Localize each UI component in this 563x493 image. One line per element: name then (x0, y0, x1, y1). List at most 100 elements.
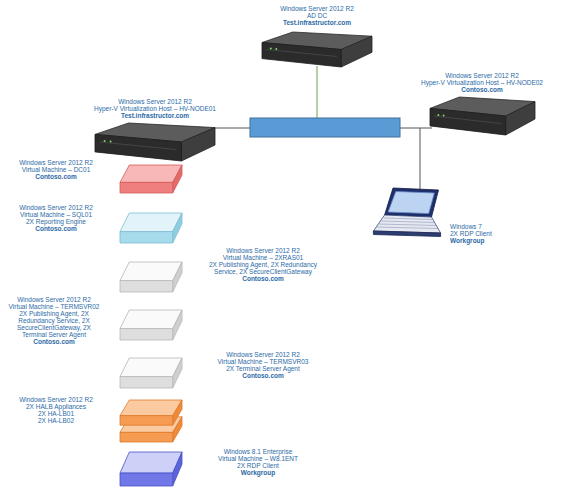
node-text: Windows Server 2012 R2 (4, 396, 108, 403)
slab2-icon (120, 400, 182, 442)
slab-icon (120, 358, 182, 388)
node-text: Contoso.com (2, 225, 110, 232)
vm-front (120, 377, 173, 388)
node-label: Windows Server 2012 R2Virtual Machine – … (4, 296, 104, 345)
node-text: Hyper-V Virtualization Host – HV-NODE02 (402, 79, 562, 86)
slab-icon (120, 262, 182, 292)
server-led (443, 114, 445, 116)
node-text: Virtual Machine – TERMSVR03 (198, 358, 328, 365)
vm-front (120, 329, 173, 340)
laptop-keys (379, 224, 436, 226)
server-side (341, 36, 372, 67)
server-icon (430, 97, 535, 135)
server-bay-line (434, 116, 501, 124)
laptop-icon (372, 188, 442, 238)
node-label: Windows Server 2012 R2Virtual Machine – … (198, 351, 328, 379)
server-side (181, 128, 215, 161)
node-label: Windows Server 2012 R2Hyper-V Virtualiza… (402, 72, 562, 93)
laptop-node: Windows 72X RDP ClientWorkgroup (372, 188, 442, 238)
node-text: Windows 7 (450, 223, 530, 230)
node-text: Contoso.com (402, 86, 562, 93)
vm-side (173, 165, 182, 193)
node-text: Virtual Machine – W8.1ENT (198, 455, 318, 462)
server-led (104, 140, 106, 142)
node-text: Virtual Machine – SQL01 (2, 211, 110, 218)
vm-top (120, 452, 182, 473)
node-text: Virtual Machine – TERMSVR02 (4, 303, 104, 310)
server-side (506, 102, 535, 135)
vm-side (173, 213, 182, 243)
server-node: Windows Server 2012 R2AD DCTest.infrastr… (262, 32, 372, 67)
node-text: Contoso.com (4, 338, 104, 345)
server-front (430, 108, 506, 135)
server-led (110, 140, 112, 142)
node-text: 2X Publishing Agent, 2X Redundancy Servi… (4, 310, 104, 338)
node-text: Contoso.com (198, 275, 328, 282)
node-label: Windows Server 2012 R2Virtual Machine – … (198, 247, 328, 282)
slab-icon (120, 165, 182, 193)
slab-icon (120, 310, 182, 340)
vm-top (120, 213, 182, 232)
node-text: Workgroup (198, 469, 318, 476)
node-text: Windows Server 2012 R2 (246, 5, 388, 12)
node-text: 2X Reporting Engine (2, 218, 110, 225)
node-text: Windows Server 2012 R2 (198, 247, 328, 254)
node-text: 2X Terminal Server Agent (198, 365, 328, 372)
slab-icon (120, 213, 182, 243)
node-text: Windows Server 2012 R2 (402, 72, 562, 79)
server-front (95, 134, 181, 161)
node-text: 2X RDP Client (198, 462, 318, 469)
node-text: Windows Server 2012 R2 (4, 296, 104, 303)
node-label: Windows 8.1 EnterpriseVirtual Machine – … (198, 448, 318, 476)
server-node: Windows Server 2012 R2Hyper-V Virtualiza… (95, 123, 215, 161)
server-led (275, 48, 277, 50)
network-bus (250, 118, 400, 137)
node-text: Windows 8.1 Enterprise (198, 448, 318, 455)
virtual-machine-node: Windows Server 2012 R2Virtual Machine – … (120, 165, 182, 193)
node-text: Hyper-V Virtualization Host – HV-NODE01 (75, 105, 235, 112)
slab-icon (120, 452, 182, 486)
virtual-machine-node: Windows Server 2012 R2Virtual Machine – … (120, 310, 182, 340)
vm-front (120, 473, 173, 486)
vm-side (173, 358, 182, 388)
server-icon (262, 32, 372, 67)
server-node: Windows Server 2012 R2Hyper-V Virtualiza… (430, 97, 535, 135)
virtual-machine-node: Windows Server 2012 R2Virtual Machine – … (120, 262, 182, 292)
vm-side (173, 452, 182, 486)
node-label: Windows Server 2012 R2Virtual Machine – … (2, 159, 110, 180)
laptop-screen-frame (385, 188, 439, 217)
virtual-machine-node: Windows Server 2012 R2Virtual Machine – … (120, 358, 182, 388)
node-text: 2X HALB Appliances (4, 403, 108, 410)
node-label: Windows Server 2012 R22X HALB Appliances… (4, 396, 108, 424)
vm-front (120, 232, 173, 243)
node-text: Virtual Machine – 2XRAS01 (198, 254, 328, 261)
node-label: Windows Server 2012 R2AD DCTest.infrastr… (246, 5, 388, 26)
node-text: 2X Publishing Agent, 2X Redundancy Servi… (198, 261, 328, 275)
server-led (270, 48, 272, 50)
vm-top (120, 262, 182, 281)
node-text: Windows Server 2012 R2 (2, 204, 110, 211)
vm-top (120, 400, 182, 416)
laptop-screen (388, 192, 434, 214)
node-text: Test.infrastructor.com (75, 112, 235, 119)
vm-front (120, 281, 173, 292)
network-wire (420, 128, 421, 190)
server-bay-line (100, 142, 177, 150)
node-text: Test.infrastructor.com (246, 19, 388, 26)
node-text: AD DC (246, 12, 388, 19)
network-wire (214, 128, 250, 129)
vm-side (173, 310, 182, 340)
node-label: Windows Server 2012 R2Virtual Machine – … (2, 204, 110, 232)
vm-side (173, 400, 182, 425)
node-label: Windows Server 2012 R2Hyper-V Virtualiza… (75, 98, 235, 119)
node-label: Windows 72X RDP ClientWorkgroup (450, 223, 530, 244)
server-icon (95, 123, 215, 161)
server-front (262, 43, 341, 68)
vm-top (120, 358, 182, 377)
node-text: Windows Server 2012 R2 (75, 98, 235, 105)
vm-front (120, 432, 173, 442)
laptop-edge (373, 231, 440, 237)
network-wire (400, 128, 432, 129)
server-led (437, 114, 439, 116)
